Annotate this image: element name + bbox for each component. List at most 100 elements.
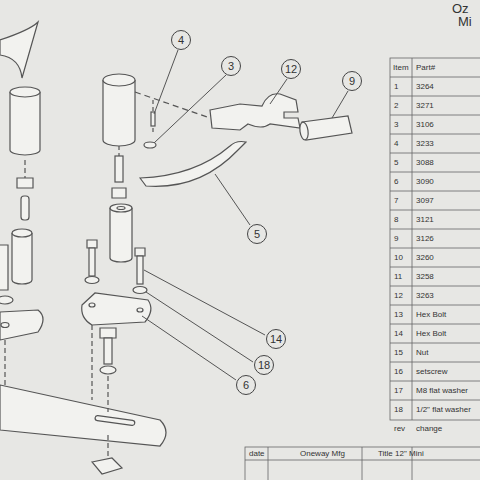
- callout-number: 9: [349, 75, 355, 87]
- part-number: Hex Bolt: [416, 329, 446, 338]
- part-number: M8 flat washer: [416, 386, 468, 395]
- part-number: 3260: [416, 253, 434, 262]
- sleeve: [12, 233, 32, 284]
- cylinder-part: [103, 80, 135, 146]
- item-number: 12: [394, 291, 403, 300]
- callout-circle: 6: [236, 375, 256, 395]
- callout-circle: 14: [266, 329, 286, 349]
- washer: [0, 296, 13, 304]
- part-number: 3264: [416, 82, 434, 91]
- bracket-plate: [82, 293, 151, 325]
- part-number: 3106: [416, 120, 434, 129]
- table-rule: [390, 286, 480, 287]
- parts-table-grid: [390, 58, 480, 420]
- part-number: Hex Bolt: [416, 310, 446, 319]
- title-block-text: Title 12" Mini: [378, 449, 424, 458]
- nut: [112, 188, 126, 198]
- part-number: 3233: [416, 139, 434, 148]
- callout-circle: 18: [254, 355, 274, 375]
- part-number: 3271: [416, 101, 434, 110]
- part-number: 3121: [416, 215, 434, 224]
- item-number: 14: [394, 329, 403, 338]
- item-number: 7: [394, 196, 398, 205]
- table-header: Part#: [416, 63, 435, 72]
- bolt: [0, 245, 8, 290]
- item-number: 5: [394, 158, 398, 167]
- bracket-plate: [0, 310, 43, 340]
- item-number: 15: [394, 348, 403, 357]
- table-rule: [390, 153, 480, 154]
- callout-number: 5: [254, 228, 260, 240]
- table-rule: [390, 172, 480, 173]
- item-number: 2: [394, 101, 398, 110]
- item-number: 13: [394, 310, 403, 319]
- part-number: 3090: [416, 177, 434, 186]
- cylinder-top: [10, 87, 40, 97]
- washer: [133, 287, 147, 294]
- blade-part: [0, 22, 38, 78]
- callout-number: 14: [270, 333, 282, 345]
- slot: [95, 415, 135, 426]
- table-rule: [390, 248, 480, 249]
- table-rule: [390, 77, 480, 78]
- callout-number: 18: [258, 359, 270, 371]
- blade-part: [140, 142, 246, 187]
- callout-number: 3: [228, 60, 234, 72]
- sleeve: [110, 208, 132, 262]
- item-number: 11: [394, 272, 402, 281]
- table-rule: [390, 134, 480, 135]
- item-number: rev: [394, 424, 405, 433]
- pin: [21, 196, 29, 220]
- table-rule: [390, 229, 480, 230]
- title-block-text: date: [249, 449, 265, 458]
- item-number: 16: [394, 367, 403, 376]
- table-rule: [390, 267, 480, 268]
- callout-circle: 4: [171, 30, 191, 50]
- cylinder-part: [10, 92, 40, 155]
- callout-circle: 5: [247, 224, 267, 244]
- nut: [17, 178, 33, 188]
- base-bar: [0, 385, 166, 446]
- part-number: 3088: [416, 158, 434, 167]
- handle: [302, 116, 352, 140]
- callout-circle: 9: [342, 71, 362, 91]
- item-number: 6: [394, 177, 398, 186]
- part-number: Nut: [416, 348, 428, 357]
- part-number: 3126: [416, 234, 434, 243]
- item-number: 8: [394, 215, 398, 224]
- table-rule: [390, 191, 480, 192]
- washer: [100, 366, 116, 374]
- item-number: 1: [394, 82, 398, 91]
- callout-number: 12: [285, 63, 297, 75]
- part-number: 3258: [416, 272, 434, 281]
- table-rule: [390, 400, 480, 401]
- setscrew: [115, 156, 123, 182]
- table-rule: [390, 324, 480, 325]
- item-number: 18: [394, 405, 403, 414]
- item-number: 17: [394, 386, 403, 395]
- table-header: Item: [393, 63, 409, 72]
- callout-number: 6: [243, 379, 249, 391]
- callout-number: 4: [178, 34, 184, 46]
- table-rule: [390, 381, 480, 382]
- nut-block: [92, 458, 122, 474]
- header-text: Oz: [452, 1, 469, 16]
- part-number: change: [416, 424, 442, 433]
- title-block-text: Oneway Mfg: [300, 449, 345, 458]
- table-rule: [390, 115, 480, 116]
- part-number: 3097: [416, 196, 434, 205]
- part-number: setscrew: [416, 367, 448, 376]
- header-text: Mi: [458, 14, 472, 29]
- title-block: [245, 447, 480, 480]
- item-number: 4: [394, 139, 398, 148]
- part-number: 3263: [416, 291, 434, 300]
- leader-lines: [142, 50, 348, 380]
- washer: [85, 277, 99, 284]
- callout-circle: 3: [221, 56, 241, 76]
- table-rule: [390, 362, 480, 363]
- table-rule: [390, 96, 480, 97]
- part-number: 1/2" flat washer: [416, 405, 471, 414]
- item-number: 10: [394, 253, 403, 262]
- callout-circle: 12: [281, 59, 301, 79]
